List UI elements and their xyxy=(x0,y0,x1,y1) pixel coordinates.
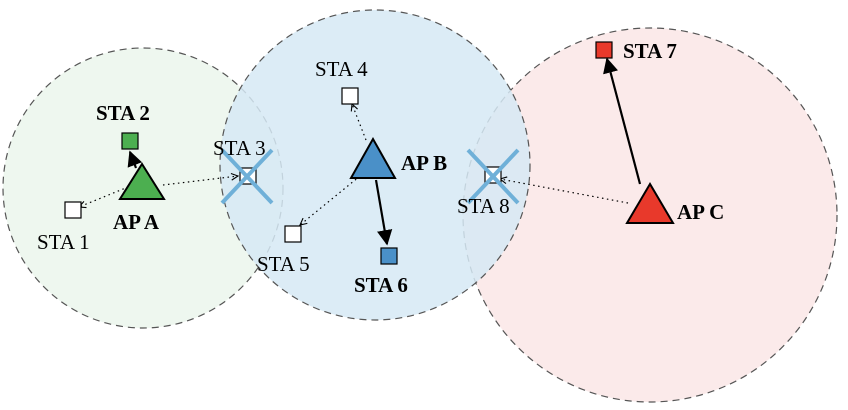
sta-2-icon xyxy=(121,132,139,150)
ap-a-label: AP A xyxy=(113,210,160,234)
sta-6-icon xyxy=(380,247,398,265)
blocked-cross-icon xyxy=(466,148,520,205)
sta-7-icon xyxy=(595,41,613,59)
ap-b-label: AP B xyxy=(401,151,447,175)
link-ap-b-sta-6 xyxy=(374,179,393,246)
sta-8-label: STA 8 xyxy=(457,194,510,218)
ap-b-icon xyxy=(349,136,397,179)
link-ap-c-sta-7 xyxy=(603,57,642,185)
ap-a-icon xyxy=(118,162,166,200)
sta-5-label: STA 5 xyxy=(257,252,310,276)
link-ap-a-sta-2 xyxy=(127,150,143,169)
ap-c-icon xyxy=(625,182,675,224)
sta-5-icon xyxy=(284,225,302,243)
sta-7-label: STA 7 xyxy=(623,39,677,63)
ap-c-label: AP C xyxy=(677,200,724,224)
blocked-cross-icon xyxy=(220,148,274,205)
sta-2-label: STA 2 xyxy=(96,101,150,125)
sta-4-label: STA 4 xyxy=(315,57,368,81)
sta-6-label: STA 6 xyxy=(354,273,408,297)
sta-3-label: STA 3 xyxy=(213,136,266,160)
sta-1-icon xyxy=(64,201,82,219)
sta-4-icon xyxy=(341,87,359,105)
link-ap-b-sta-4 xyxy=(352,104,367,141)
sta-1-label: STA 1 xyxy=(37,230,90,254)
link-ap-c-sta-8 xyxy=(500,179,629,204)
